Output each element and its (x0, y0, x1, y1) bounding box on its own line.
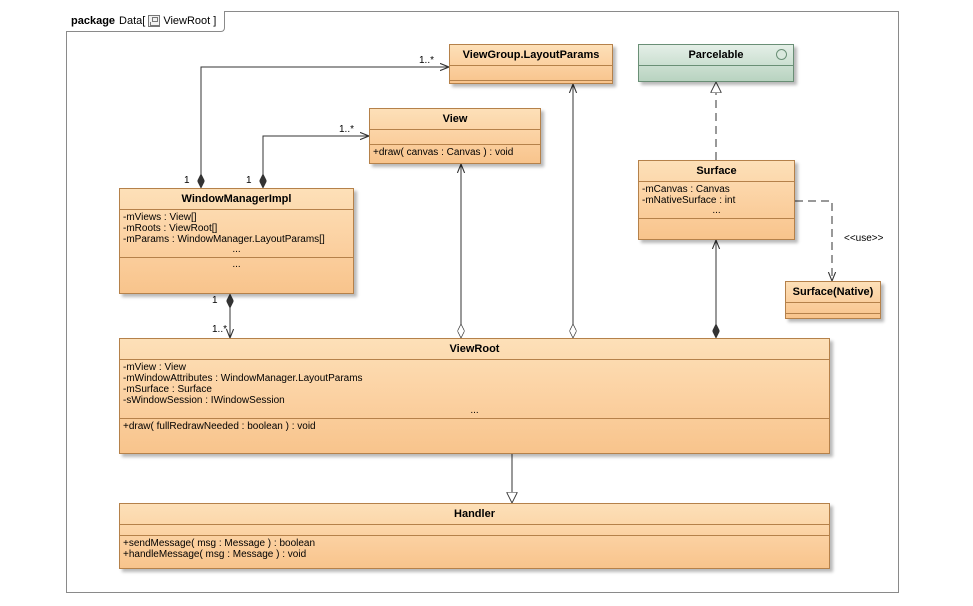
class-name: Handler (120, 504, 829, 525)
class-name: Surface (639, 161, 794, 182)
diagram-name: ViewRoot (163, 15, 211, 27)
operation-compartment: +draw( fullRedrawNeeded : boolean ) : vo… (120, 419, 829, 434)
class-surface[interactable]: Surface -mCanvas : Canvas -mNativeSurfac… (638, 160, 795, 240)
attribute-ellipsis: ... (232, 244, 241, 255)
multiplicity-label: 1..* (419, 55, 435, 66)
attribute-ellipsis: ... (712, 205, 721, 216)
attribute: -mWindowAttributes : WindowManager.Layou… (123, 373, 363, 384)
class-view[interactable]: View +draw( canvas : Canvas ) : void (369, 108, 541, 164)
class-name: View (370, 109, 540, 130)
operation-compartment (450, 81, 612, 91)
operation: +draw( canvas : Canvas ) : void (373, 147, 514, 158)
attribute-compartment (370, 130, 540, 145)
operation-compartment (639, 219, 794, 229)
diagram-icon (148, 15, 161, 27)
class-windowmanagerimpl[interactable]: WindowManagerImpl -mViews : View[] -mRoo… (119, 188, 354, 294)
interface-parcelable[interactable]: Parcelable (638, 44, 794, 82)
package-name: Data (119, 15, 143, 27)
operation-compartment (786, 314, 880, 324)
attribute: -mSurface : Surface (123, 384, 212, 395)
multiplicity-label: 1..* (339, 124, 355, 135)
attribute-ellipsis: ... (470, 405, 479, 416)
operation: +draw( fullRedrawNeeded : boolean ) : vo… (123, 421, 316, 432)
attribute: -mView : View (123, 362, 186, 373)
operation: +handleMessage( msg : Message ) : void (123, 549, 307, 560)
multiplicity-label: 1 (246, 175, 252, 186)
attribute-compartment (450, 66, 612, 81)
package-frame (66, 11, 899, 593)
class-handler[interactable]: Handler +sendMessage( msg : Message ) : … (119, 503, 830, 569)
attribute: -mCanvas : Canvas (642, 184, 730, 195)
class-name: ViewRoot (120, 339, 829, 360)
multiplicity-label: 1..* (212, 324, 228, 335)
attribute-compartment: -mView : View -mWindowAttributes : Windo… (120, 360, 829, 419)
operation-ellipsis: ... (232, 259, 241, 270)
wmi-views-association (263, 136, 369, 188)
multiplicity-label: 1 (212, 295, 218, 306)
package-tab: package Data [ ViewRoot ] (66, 11, 226, 32)
operation-compartment: +draw( canvas : Canvas ) : void (370, 145, 540, 160)
interface-circle-icon (776, 49, 787, 60)
class-viewgroup-layoutparams[interactable]: ViewGroup.LayoutParams (449, 44, 613, 84)
attribute-compartment: -mViews : View[] -mRoots : ViewRoot[] -m… (120, 210, 353, 258)
class-name: WindowManagerImpl (120, 189, 353, 210)
class-name: Surface(Native) (786, 282, 880, 303)
wmi-params-association (201, 67, 449, 188)
surface-native-dependency (795, 200, 832, 281)
attribute-compartment: -mCanvas : Canvas -mNativeSurface : int … (639, 182, 794, 219)
attribute: -mParams : WindowManager.LayoutParams[] (123, 234, 325, 245)
operation-compartment: +sendMessage( msg : Message ) : boolean … (120, 536, 829, 562)
multiplicity-label: 1 (184, 175, 190, 186)
operation: +sendMessage( msg : Message ) : boolean (123, 538, 316, 549)
attribute: -mNativeSurface : int (642, 195, 736, 206)
attribute: -mViews : View[] (123, 212, 197, 223)
class-surface-native[interactable]: Surface(Native) (785, 281, 881, 319)
attribute: -sWindowSession : IWindowSession (123, 395, 285, 406)
class-name: Parcelable (639, 45, 793, 66)
use-stereotype-label: <<use>> (844, 233, 884, 244)
class-viewroot[interactable]: ViewRoot -mView : View -mWindowAttribute… (119, 338, 830, 454)
operation-compartment: ... (120, 258, 353, 272)
attribute-compartment (120, 525, 829, 536)
attribute: -mRoots : ViewRoot[] (123, 223, 218, 234)
class-name: ViewGroup.LayoutParams (450, 45, 612, 66)
attribute-compartment (786, 303, 880, 314)
package-keyword: package (71, 15, 116, 27)
